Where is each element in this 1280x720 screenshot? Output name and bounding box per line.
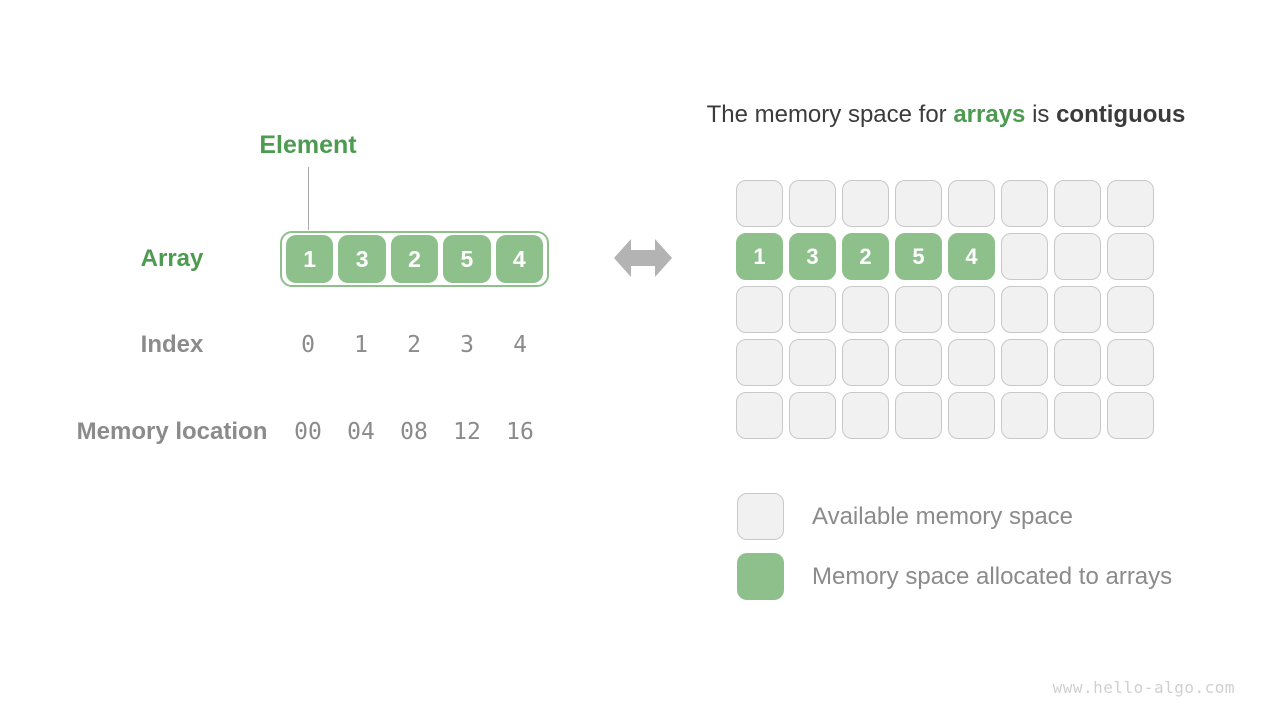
- memory-location-label: Memory location: [76, 418, 268, 445]
- memory-cell-available: [842, 339, 889, 386]
- memory-cell-allocated: 2: [842, 233, 889, 280]
- memory-location-value: 00: [294, 419, 322, 445]
- array-element-cell: 1: [285, 235, 334, 283]
- index-value: 1: [354, 332, 368, 358]
- memory-cell-available: [736, 286, 783, 333]
- title-contiguous-emphasis: contiguous: [1056, 101, 1186, 128]
- memory-cell-allocated: 1: [736, 233, 783, 280]
- memory-cell-available: [948, 392, 995, 439]
- memory-location-value: 12: [453, 419, 481, 445]
- memory-cell-available: [1054, 339, 1101, 386]
- array-element-cell: 5: [443, 235, 491, 283]
- array-element-cell: 2: [390, 235, 439, 283]
- legend-item: Available memory space: [737, 493, 1172, 540]
- memory-cell-allocated: 3: [789, 233, 836, 280]
- memory-cell-available: [1107, 392, 1154, 439]
- memory-cell-available: [842, 180, 889, 227]
- title-arrays-highlight: arrays: [953, 101, 1026, 128]
- memory-location-row: 00 04 08 12 16: [284, 419, 544, 445]
- memory-cell-available: [895, 392, 942, 439]
- memory-cell-available: [736, 339, 783, 386]
- left-right-arrow-icon: [614, 239, 672, 277]
- legend-item: Memory space allocated to arrays: [737, 553, 1172, 600]
- memory-cell-available: [895, 180, 942, 227]
- memory-cell-available: [1054, 180, 1101, 227]
- memory-cell-available: [842, 286, 889, 333]
- memory-cell-available: [736, 180, 783, 227]
- memory-cell-available: [1107, 233, 1154, 280]
- memory-cell-available: [736, 392, 783, 439]
- memory-cell-available: [1001, 180, 1048, 227]
- memory-cell-available: [789, 286, 836, 333]
- element-label: Element: [259, 131, 357, 159]
- memory-cell-available: [948, 339, 995, 386]
- index-value: 4: [513, 332, 527, 358]
- memory-cell-available: [1001, 286, 1048, 333]
- index-label: Index: [140, 331, 204, 358]
- memory-cell-available: [842, 392, 889, 439]
- memory-cell-available: [789, 339, 836, 386]
- memory-cell-available: [1054, 233, 1101, 280]
- memory-cell-available: [1107, 180, 1154, 227]
- memory-cell-allocated: 4: [948, 233, 995, 280]
- memory-cell-available: [1107, 286, 1154, 333]
- memory-location-value: 08: [400, 419, 428, 445]
- available-swatch: [737, 493, 784, 540]
- index-value: 0: [301, 332, 315, 358]
- memory-cell-available: [789, 392, 836, 439]
- memory-cell-allocated: 5: [895, 233, 942, 280]
- memory-cell-available: [1054, 392, 1101, 439]
- watermark: www.hello-algo.com: [1052, 678, 1235, 697]
- legend-label: Available memory space: [812, 502, 1074, 530]
- memory-cell-available: [948, 180, 995, 227]
- memory-cell-available: [1001, 339, 1048, 386]
- memory-cell-available: [895, 286, 942, 333]
- legend-label: Memory space allocated to arrays: [812, 562, 1173, 590]
- element-pointer-line: [308, 167, 309, 230]
- memory-cell-available: [1107, 339, 1154, 386]
- memory-cell-available: [1054, 286, 1101, 333]
- title-middle: is: [1025, 101, 1057, 128]
- memory-cell-available: [895, 339, 942, 386]
- memory-cell-available: [1001, 392, 1048, 439]
- memory-cell-available: [1001, 233, 1048, 280]
- array-label: Array: [140, 245, 204, 272]
- index-value: 2: [407, 332, 421, 358]
- memory-location-value: 16: [506, 419, 534, 445]
- index-row: 0 1 2 3 4: [284, 332, 544, 358]
- memory-location-value: 04: [347, 419, 375, 445]
- array-element-cell: 3: [338, 235, 386, 283]
- index-value: 3: [460, 332, 474, 358]
- title-prefix: The memory space for: [706, 101, 954, 128]
- memory-cell-available: [789, 180, 836, 227]
- allocated-swatch: [737, 553, 784, 600]
- array-element-cell: 4: [495, 235, 544, 283]
- memory-title: The memory space for arrays is contiguou…: [646, 101, 1246, 129]
- memory-cell-available: [948, 286, 995, 333]
